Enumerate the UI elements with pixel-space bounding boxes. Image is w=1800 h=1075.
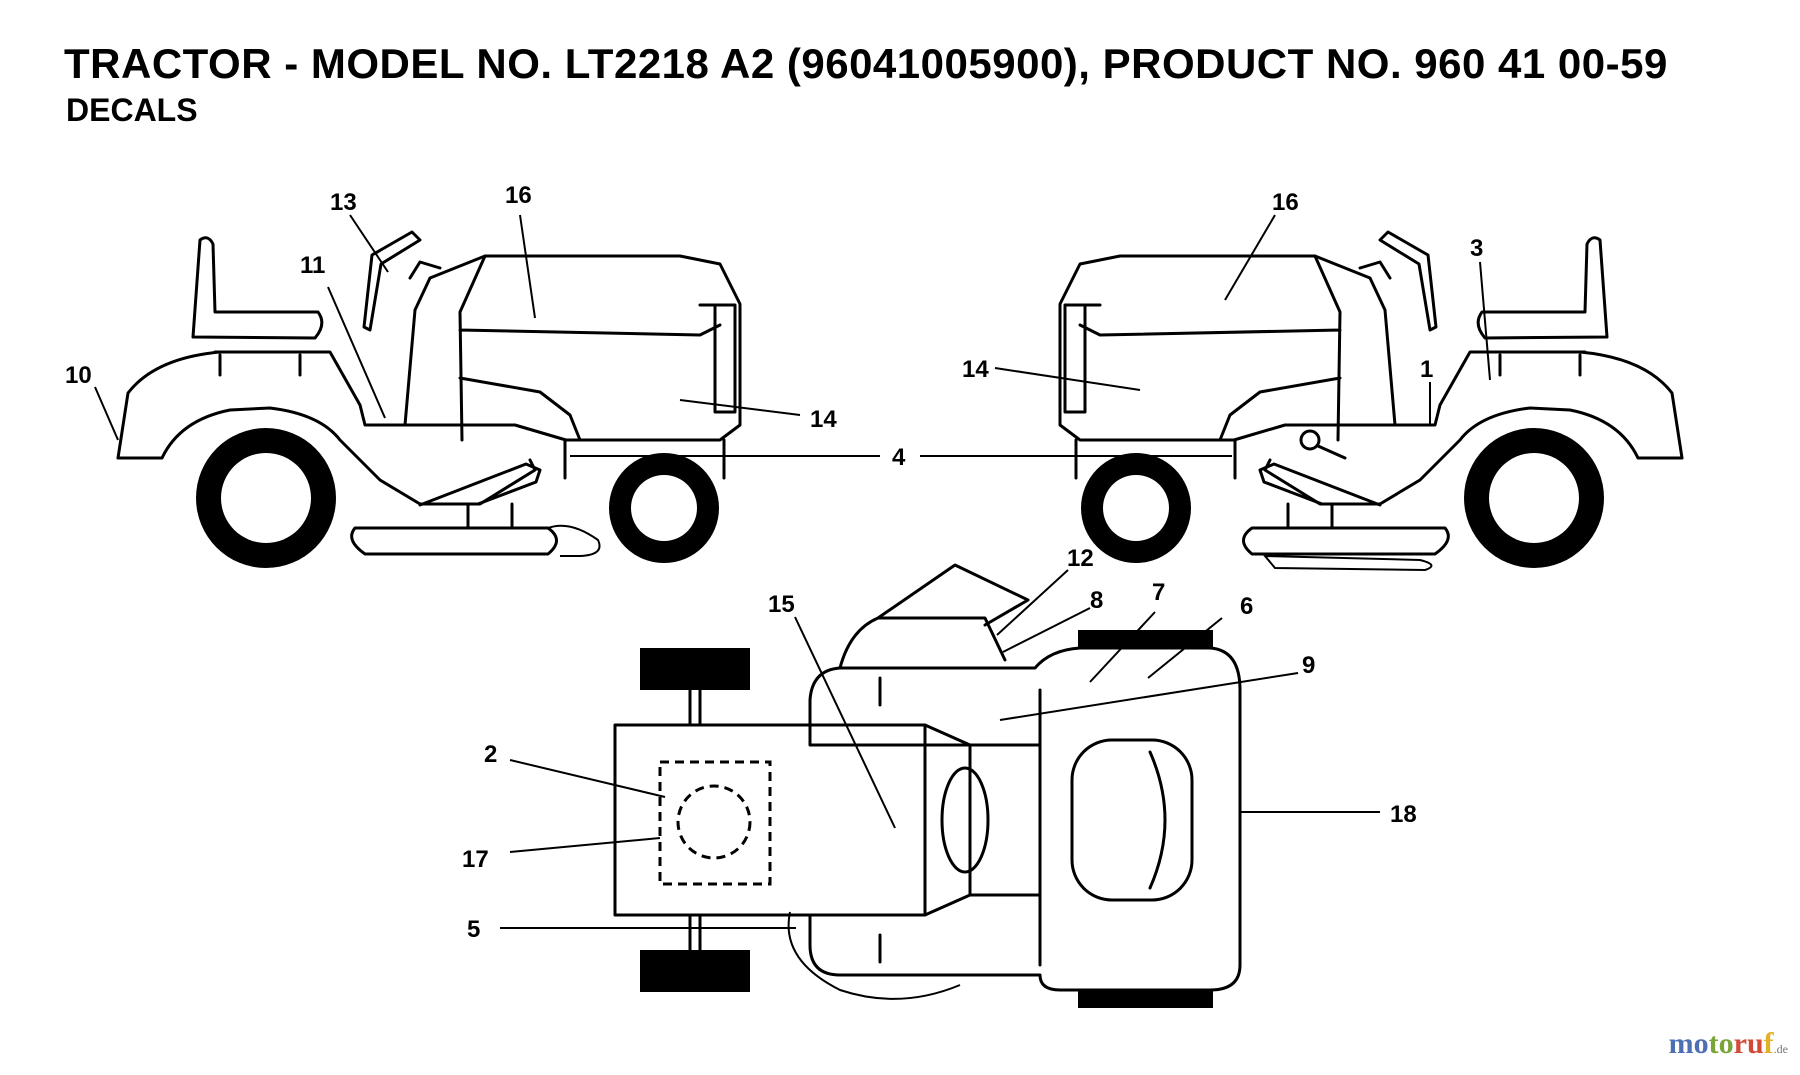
callout-label: 11 [300, 252, 325, 279]
callout-label: 14 [810, 406, 837, 433]
tractor-right-side-view [1058, 230, 1684, 572]
tractor-left-side-view [116, 230, 742, 568]
callout-label: 17 [462, 846, 489, 873]
callout-label: 10 [65, 362, 92, 389]
callout-labels: 13 16 11 10 14 4 16 3 14 1 12 15 8 7 6 9… [65, 182, 1483, 943]
callout-label: 13 [330, 189, 357, 216]
callout-label: 7 [1152, 579, 1165, 606]
callout-label: 5 [467, 916, 480, 943]
watermark-logo: motoruf.de [1668, 1027, 1788, 1060]
callout-label: 6 [1240, 593, 1253, 620]
callout-label: 8 [1090, 587, 1103, 614]
diagram-subtitle: DECALS [66, 92, 198, 128]
leader-lines [94, 214, 1491, 929]
callout-label: 16 [1272, 189, 1299, 216]
callout-label: 2 [484, 741, 497, 768]
tractor-top-view [613, 563, 1242, 1008]
callout-label: 16 [505, 182, 532, 209]
callout-label: 1 [1420, 356, 1433, 383]
callout-label: 12 [1067, 545, 1094, 572]
callout-label: 15 [768, 591, 795, 618]
callout-label: 3 [1470, 235, 1483, 262]
diagram-title: TRACTOR - MODEL NO. LT2218 A2 (960410059… [64, 40, 1668, 87]
callout-label: 18 [1390, 801, 1417, 828]
callout-label: 4 [892, 444, 906, 471]
callout-label: 14 [962, 356, 989, 383]
callout-label: 9 [1302, 652, 1315, 679]
